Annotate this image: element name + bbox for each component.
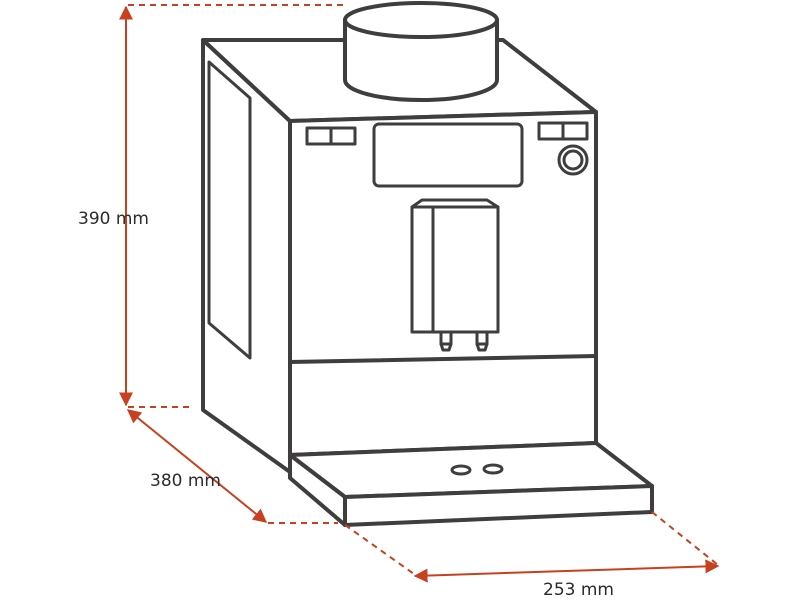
bean-hopper [343,18,499,102]
width-label: 253 mm [543,580,614,600]
display-screen [372,122,524,188]
dimension-depth [126,409,338,524]
height-label: 390 mm [78,209,149,229]
dimension-height [119,4,345,408]
dimension-width [344,511,720,583]
coffee-spout [410,198,500,352]
control-knob [557,144,589,176]
button-right-2 [561,121,589,141]
coffee-machine [201,1,654,527]
button-left-1 [305,126,333,146]
front-divider [288,354,598,364]
bean-hopper-lid [343,1,499,39]
button-right-1 [537,121,565,141]
side-window [207,60,252,360]
spout-nozzle-left [439,330,453,346]
right-button-group [537,121,589,141]
spout-nozzle-right [475,330,489,346]
left-button-group [305,126,357,146]
drip-tray [288,441,654,527]
drip-tray-hole-right [482,463,504,475]
depth-label: 380 mm [150,471,221,491]
button-left-2 [329,126,357,146]
drip-tray-hole-left [450,464,472,476]
